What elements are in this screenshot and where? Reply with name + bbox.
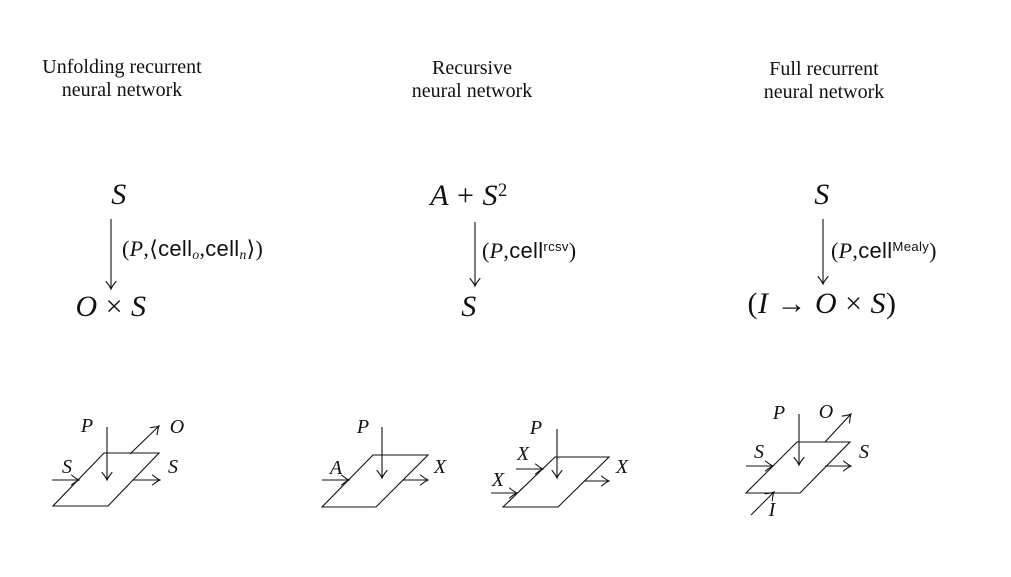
label-output-full: O	[818, 401, 834, 423]
math-segment: P	[489, 238, 504, 263]
math-segment: ⟨	[149, 237, 159, 262]
math-segment: ,	[503, 238, 510, 263]
math-segment: )	[929, 238, 937, 263]
label-input-lower-recursive-b: X	[491, 469, 505, 491]
math-segment: rcsv	[543, 239, 569, 255]
math-segment: )	[568, 238, 577, 263]
label-state-out-full: S	[859, 441, 869, 463]
title-line-2: neural network	[61, 79, 183, 101]
domain-recursive: A + S2	[430, 181, 508, 211]
title-full: Full recurrent neural network	[764, 58, 885, 104]
math-segment: cell	[158, 236, 193, 261]
domain-full: S	[814, 180, 830, 210]
math-segment: O	[814, 287, 838, 320]
title-unfolding: Unfolding recurrent neural network	[42, 56, 201, 102]
codomain-recursive: S	[461, 292, 477, 322]
title-line-2: neural network	[411, 80, 533, 102]
title-line-1: Recursive	[432, 57, 512, 79]
label-state-in-full: S	[754, 441, 764, 463]
title-line-1: Full recurrent	[769, 58, 879, 80]
math-segment: P	[838, 238, 853, 263]
label-param-recursive-b: P	[529, 417, 543, 439]
math-segment: ,	[199, 236, 206, 261]
math-segment: cell	[205, 236, 240, 261]
label-param-unfolding: P	[80, 415, 94, 437]
math-segment: cell	[858, 238, 893, 263]
codomain-unfolding: O × S	[75, 292, 146, 322]
sheet-full	[744, 441, 852, 494]
math-segment: O	[75, 290, 98, 323]
math-segment: cell	[509, 238, 544, 263]
math-segment: ,	[852, 238, 859, 263]
label-output-unfolding: O	[169, 416, 185, 438]
codomain-full: (I → O × S)	[747, 289, 896, 319]
label-param-full: P	[772, 402, 786, 424]
sheet-recursive-b	[501, 456, 611, 508]
math-segment: S	[461, 290, 477, 323]
math-segment: )	[255, 236, 264, 261]
input-arrow-full	[750, 492, 774, 516]
label-state-in-unfolding: S	[62, 456, 72, 478]
math-segment: (	[747, 287, 758, 320]
math-segment: Mealy	[892, 239, 930, 255]
sheet-unfolding	[51, 452, 161, 507]
morphism-label-recursive: (P,cellrcsv)	[482, 240, 576, 262]
math-segment: )	[886, 287, 897, 320]
math-segment: 2	[497, 179, 508, 201]
math-segment: +	[449, 179, 483, 212]
math-segment: n	[239, 247, 247, 262]
label-output-recursive-a: X	[433, 456, 447, 478]
output-arrow-unfolding	[129, 426, 159, 455]
math-segment: (	[122, 236, 130, 261]
label-output-recursive-b: X	[615, 456, 629, 478]
title-line-2: neural network	[763, 81, 885, 103]
label-input-upper-recursive-b: X	[516, 443, 530, 465]
output-arrow-full	[824, 414, 851, 443]
math-segment: S	[814, 178, 830, 211]
title-line-1: Unfolding recurrent	[42, 56, 202, 78]
math-segment: S	[111, 178, 127, 211]
label-input-recursive-a: A	[329, 457, 343, 479]
label-param-recursive-a: P	[356, 416, 370, 438]
title-recursive: Recursive neural network	[412, 57, 533, 103]
math-segment: I	[757, 287, 769, 320]
math-segment: ,	[143, 236, 150, 261]
math-segment: (	[482, 238, 490, 263]
math-segment: ×	[837, 287, 871, 320]
math-segment: ⟩	[246, 237, 256, 262]
math-segment: P	[129, 236, 144, 261]
label-state-out-unfolding: S	[168, 456, 178, 478]
morphism-label-full: (P,cellMealy)	[831, 240, 937, 262]
domain-unfolding: S	[111, 180, 127, 210]
math-segment: (	[831, 238, 839, 263]
math-segment: →	[768, 287, 815, 320]
math-segment: S	[131, 290, 147, 323]
math-segment: S	[482, 179, 498, 212]
sheet-recursive-a	[320, 454, 430, 508]
label-input-full: I	[768, 499, 776, 521]
math-segment: ×	[97, 290, 132, 323]
math-segment: o	[192, 247, 200, 262]
math-segment: S	[870, 287, 887, 320]
math-segment: A	[430, 179, 450, 212]
morphism-label-unfolding: (P,⟨cello,celln⟩)	[122, 236, 264, 262]
